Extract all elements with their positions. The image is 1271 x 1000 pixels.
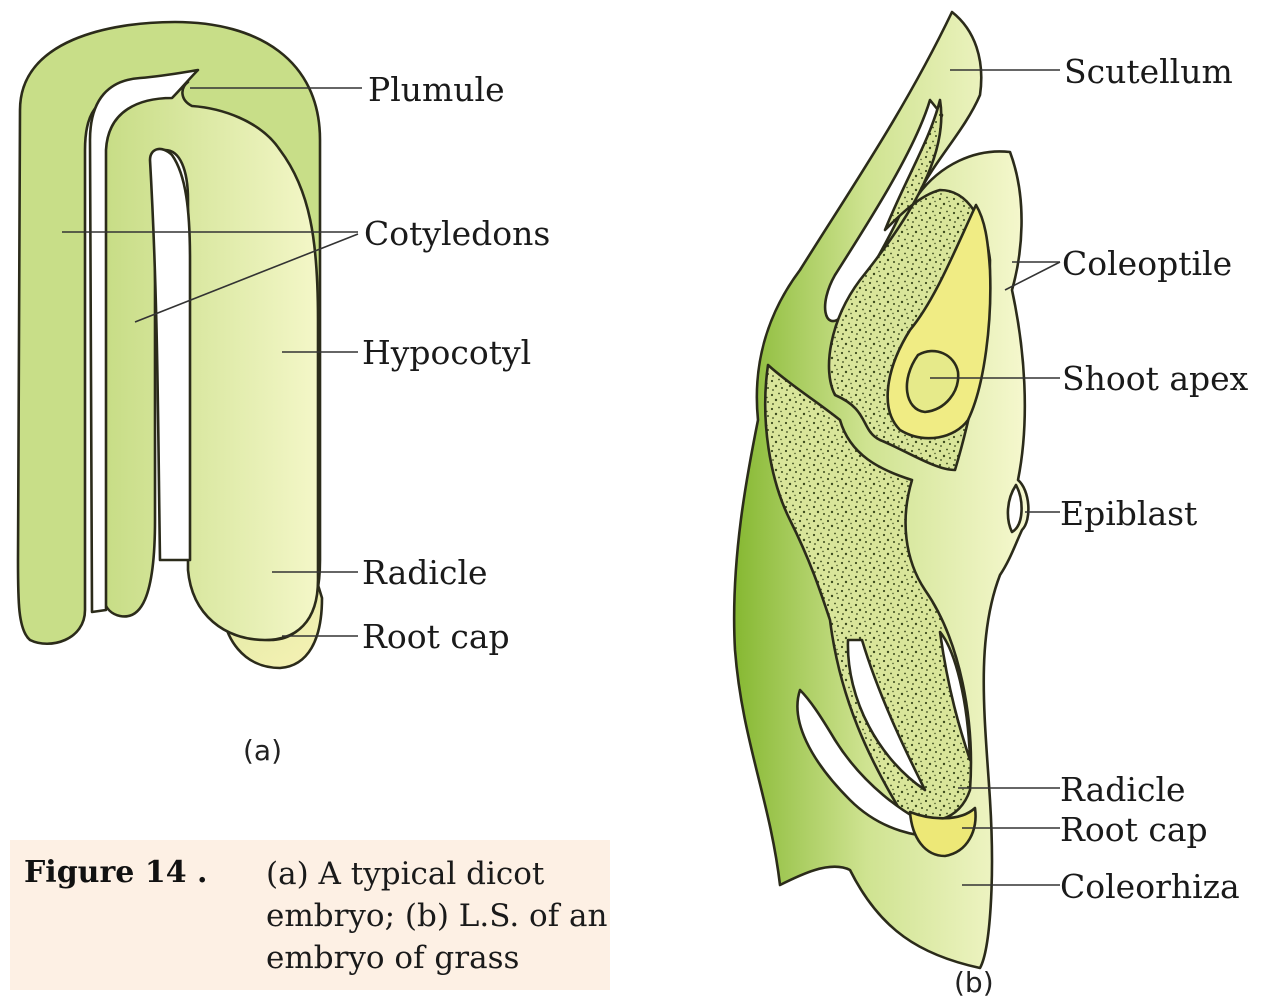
label-dicot-root-cap: Root cap: [362, 617, 510, 656]
label-plumule: Plumule: [368, 70, 505, 109]
label-cotyledons: Cotyledons: [364, 214, 550, 253]
label-shoot-apex: Shoot apex: [1062, 359, 1249, 398]
label-coleorhiza: Coleorhiza: [1060, 867, 1240, 906]
figure-number: Figure 14 .: [24, 855, 207, 890]
label-grass-radicle: Radicle: [1060, 770, 1186, 809]
dicot-embryo: Plumule Cotyledons Hypocotyl Radicle Roo…: [18, 22, 550, 767]
dicot-inner-cotyledon-shape: [100, 78, 318, 640]
label-epiblast: Epiblast: [1060, 494, 1197, 533]
label-scutellum: Scutellum: [1064, 52, 1233, 91]
sublabel-a: (a): [243, 734, 282, 767]
sublabel-b: (b): [954, 966, 994, 999]
label-dicot-radicle: Radicle: [362, 553, 488, 592]
figure-caption: Figure 14 . (a) A typical dicot embryo; …: [10, 840, 610, 990]
label-coleoptile: Coleoptile: [1062, 244, 1232, 283]
grass-embryo: Scutellum Coleoptile Shoot apex Epiblast…: [734, 12, 1249, 999]
caption-line-2: embryo; (b) L.S. of an: [266, 898, 608, 934]
caption-line-3: embryo of grass: [266, 940, 519, 976]
label-hypocotyl: Hypocotyl: [362, 333, 531, 372]
caption-line-1: (a) A typical dicot: [266, 856, 545, 892]
label-grass-root-cap: Root cap: [1060, 810, 1208, 849]
